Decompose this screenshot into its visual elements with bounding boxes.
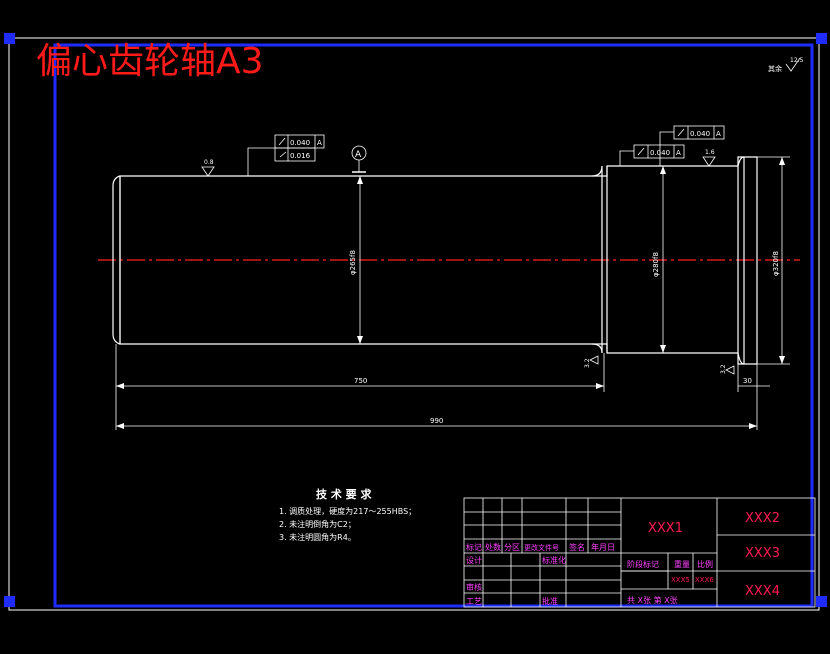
dim-dia-right: φ320f8 [772, 251, 780, 276]
title-block-name2: XXX2 [745, 511, 780, 526]
dim-len-990: 990 [430, 417, 443, 425]
tolerance-frame-right-upper [659, 125, 725, 166]
title-block-row-label: 签名 [569, 542, 585, 552]
title-block-design: 设计 [466, 555, 482, 565]
roughness-right-top: 1.6 [705, 149, 715, 156]
dim-dia-left: φ265f8 [349, 250, 357, 275]
title-block-stage-mark: 阶段标记 [627, 559, 659, 569]
title-block-scale: 比例 [697, 559, 713, 569]
roughness-left-top: 0.8 [204, 159, 214, 166]
roughness-symbol [589, 355, 599, 365]
surface-finish-value: 12.5 [790, 57, 804, 64]
tech-requirement-item: 3. 未注明圆角为R4。 [279, 532, 356, 542]
tolerance-frame-left [247, 134, 325, 176]
tolerance-right-upper-datum: A [716, 130, 721, 138]
dim-len-750: 750 [354, 377, 367, 385]
surface-finish-symbol [785, 57, 801, 72]
title-block-approve: 批准 [542, 596, 558, 606]
drawing-title: 偏心齿轮轴A3 [36, 41, 264, 82]
roughness-step-left: 3.2 [584, 358, 591, 368]
datum-label: A [355, 150, 362, 160]
corner-handle-br[interactable] [816, 596, 827, 607]
surface-finish-other-label: 其余 [768, 64, 782, 73]
title-block-row-label: 更改文件号 [524, 543, 559, 552]
roughness-step-right: 3.2 [720, 364, 727, 374]
title-block [463, 497, 816, 608]
dim-dia-mid: φ280f8 [652, 252, 660, 277]
tech-requirements-heading: 技 术 要 求 [316, 487, 372, 501]
tech-requirement-item: 1. 调质处理，硬度为217～255HBS； [279, 506, 416, 516]
tolerance-left-1-datum: A [317, 139, 322, 147]
tolerance-right-lower-value: 0.040 [650, 149, 670, 157]
title-block-row-label: 分区 [504, 543, 520, 552]
dim-len-30: 30 [743, 377, 752, 385]
title-block-weight-value: XXX5 [671, 576, 690, 584]
inner-frame [53, 43, 814, 608]
title-block-row-label: 处数 [485, 542, 501, 552]
title-block-scale-value: XXX6 [695, 576, 714, 584]
corner-handle-tl[interactable] [4, 33, 15, 44]
title-block-sheet-info: 共 X张 第 X张 [627, 595, 678, 605]
title-block-row-label: 年月日 [591, 542, 615, 552]
title-block-name1: XXX1 [648, 521, 683, 536]
tolerance-left-1-value: 0.040 [290, 139, 310, 147]
corner-handle-tr[interactable] [816, 33, 827, 44]
title-block-process: 工艺 [466, 597, 482, 606]
roughness-symbol [201, 166, 215, 177]
shaft-outline [112, 156, 758, 365]
tolerance-right-lower-datum: A [676, 149, 681, 157]
corner-handle-bl[interactable] [4, 596, 15, 607]
title-block-weight: 重量 [674, 559, 690, 569]
title-block-review: 审核 [466, 582, 482, 592]
title-block-row-label: 标记 [466, 542, 482, 552]
title-block-name4: XXX4 [745, 584, 780, 599]
tolerance-frame-right-lower [619, 144, 685, 166]
title-block-standard: 标准化 [542, 555, 566, 565]
roughness-symbol [725, 365, 735, 375]
tech-requirement-item: 2. 未注明倒角为C2； [279, 519, 356, 529]
title-block-name3: XXX3 [745, 546, 780, 561]
tolerance-right-upper-value: 0.040 [690, 130, 710, 138]
tolerance-left-2-value: 0.016 [290, 152, 311, 160]
roughness-symbol [702, 156, 716, 167]
outer-frame [8, 37, 820, 611]
